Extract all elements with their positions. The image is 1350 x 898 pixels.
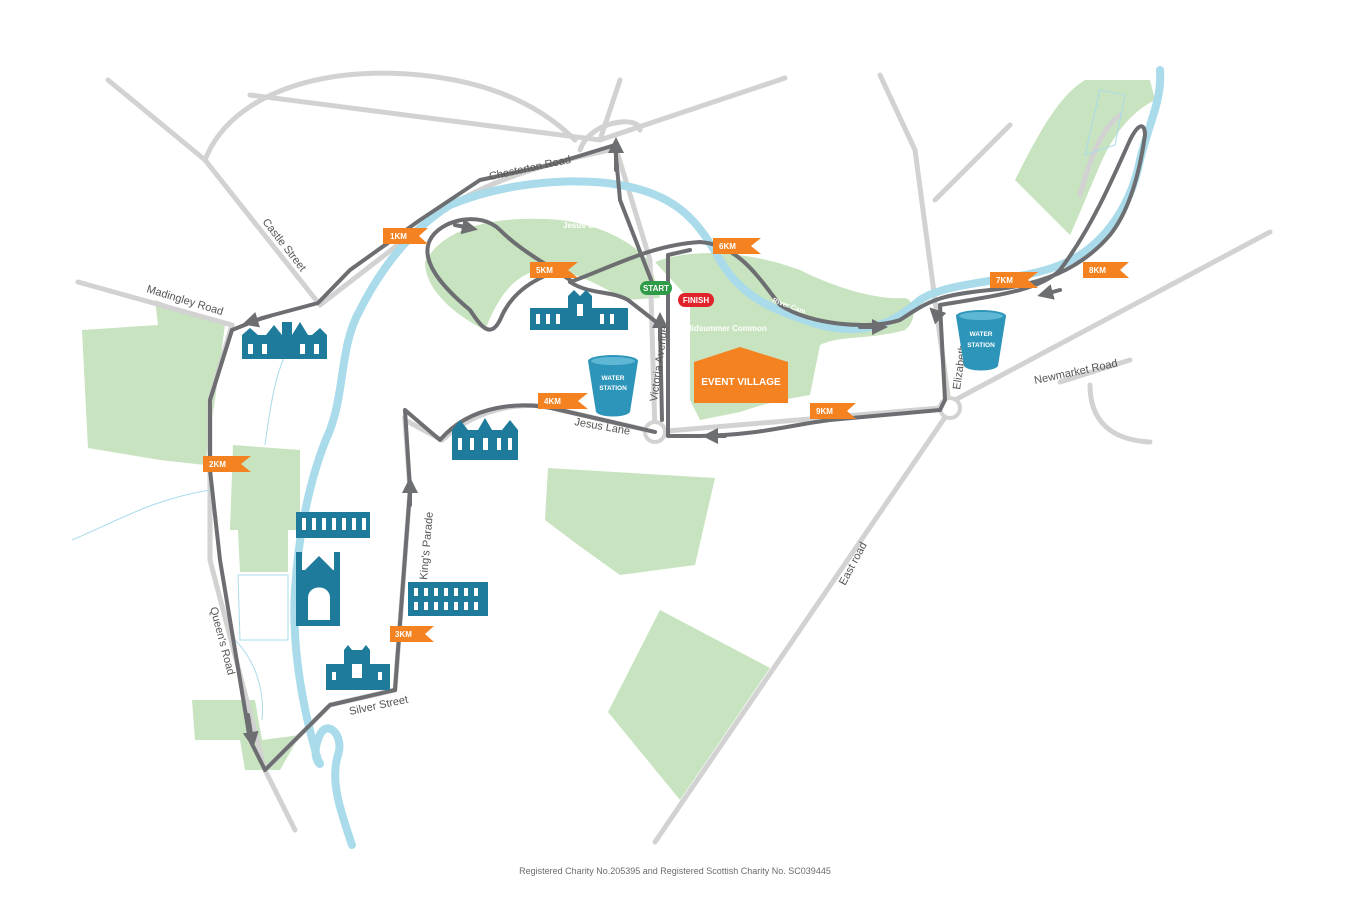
km-flag-5: 5KM xyxy=(530,262,578,278)
building-icon-jesus-lane xyxy=(452,418,518,460)
event-village: EVENT VILLAGE xyxy=(694,347,788,403)
road-elizabeth-way xyxy=(877,72,953,413)
park-parkers-piece xyxy=(545,468,715,575)
svg-text:6KM: 6KM xyxy=(719,242,736,251)
route-arrow-elizabeth xyxy=(929,307,947,325)
route-arrow-jesus-green xyxy=(453,218,478,235)
finish-label: FINISH xyxy=(683,296,709,305)
route-arrow-south xyxy=(242,713,259,748)
road-northeast xyxy=(932,122,1013,203)
building-icon-madingley xyxy=(242,322,327,359)
landmarks xyxy=(242,290,628,690)
label-midsummer-common: Midsummer Common xyxy=(685,324,767,333)
km-flag-9: 9KM xyxy=(810,403,856,419)
water-station-b: WATER STATION xyxy=(956,310,1006,371)
road-top-long xyxy=(247,75,788,143)
route-leg-start xyxy=(568,280,664,422)
km-markers: 1KM 2KM 3KM 4KM 5KM 6KM 7KM 8KM xyxy=(203,228,1129,642)
road-top-vertical xyxy=(597,77,623,143)
building-icon-jesus-college xyxy=(530,290,628,330)
road-sheldon-north xyxy=(1077,112,1123,198)
road-madingley xyxy=(75,279,235,328)
water-station-b-line1: WATER xyxy=(970,331,993,338)
route-leg-north-loop xyxy=(230,143,657,332)
route-arrows xyxy=(242,137,1062,748)
charity-footer: Registered Charity No.205395 and Registe… xyxy=(519,866,831,876)
park-backs-2 xyxy=(238,530,288,572)
water-station-a-line2: STATION xyxy=(599,385,627,392)
road-newmarket-east xyxy=(1057,357,1133,385)
park-queens-west xyxy=(82,300,225,465)
route-leg-midsummer xyxy=(568,124,1147,412)
route-arrow-west xyxy=(242,312,272,328)
km-flag-2: 2KM xyxy=(203,456,251,472)
start-badge: START xyxy=(640,281,672,295)
svg-text:3KM: 3KM xyxy=(395,630,412,639)
route-leg-finish xyxy=(666,248,942,438)
park-jesus-green xyxy=(425,218,660,330)
label-newmarket-road: Newmarket Road xyxy=(1033,358,1119,387)
svg-text:8KM: 8KM xyxy=(1089,266,1106,275)
road-southeast-curve xyxy=(1087,382,1153,445)
start-label: START xyxy=(643,284,669,293)
building-icon-queens-college xyxy=(326,645,390,690)
road-top-roundabout xyxy=(577,119,643,153)
svg-text:4KM: 4KM xyxy=(544,397,561,406)
svg-text:5KM: 5KM xyxy=(536,266,553,275)
route-arrow-ne xyxy=(1037,284,1062,300)
building-icon-kings-parade xyxy=(408,582,488,616)
park-stourbridge xyxy=(1015,80,1155,235)
label-kings-parade: King's Parade xyxy=(418,511,436,580)
building-icon-kings-college-chapel xyxy=(296,552,340,626)
road-top-left-diagonal xyxy=(105,77,323,308)
svg-text:2KM: 2KM xyxy=(209,460,226,469)
km-flag-1: 1KM xyxy=(383,228,428,244)
building-icon-senate-house xyxy=(296,512,370,538)
km-flag-6: 6KM xyxy=(713,238,761,254)
km-flag-3: 3KM xyxy=(390,626,434,642)
svg-text:1KM: 1KM xyxy=(390,232,407,241)
route-leg-queens xyxy=(208,328,397,772)
label-castle-street: Castle Street xyxy=(260,216,309,274)
km-flag-7: 7KM xyxy=(990,272,1038,288)
svg-text:7KM: 7KM xyxy=(996,276,1013,285)
finish-badge: FINISH xyxy=(678,293,714,307)
road-top-arc xyxy=(202,70,578,163)
park-southeast xyxy=(608,610,770,800)
park-backs-1 xyxy=(230,445,300,530)
km-flag-8: 8KM xyxy=(1083,262,1129,278)
water-station-b-line2: STATION xyxy=(967,342,995,349)
route-leg-jesus-green xyxy=(425,217,572,332)
km-flag-4: 4KM xyxy=(538,393,588,409)
label-jesus-green: Jesus Green xyxy=(563,221,611,230)
road-east xyxy=(652,407,953,845)
water-station-a: WATER STATION xyxy=(588,355,638,417)
svg-text:9KM: 9KM xyxy=(816,407,833,416)
event-village-label: EVENT VILLAGE xyxy=(701,377,781,388)
water-station-a-line1: WATER xyxy=(602,375,625,382)
road-kings-parade xyxy=(392,415,445,693)
